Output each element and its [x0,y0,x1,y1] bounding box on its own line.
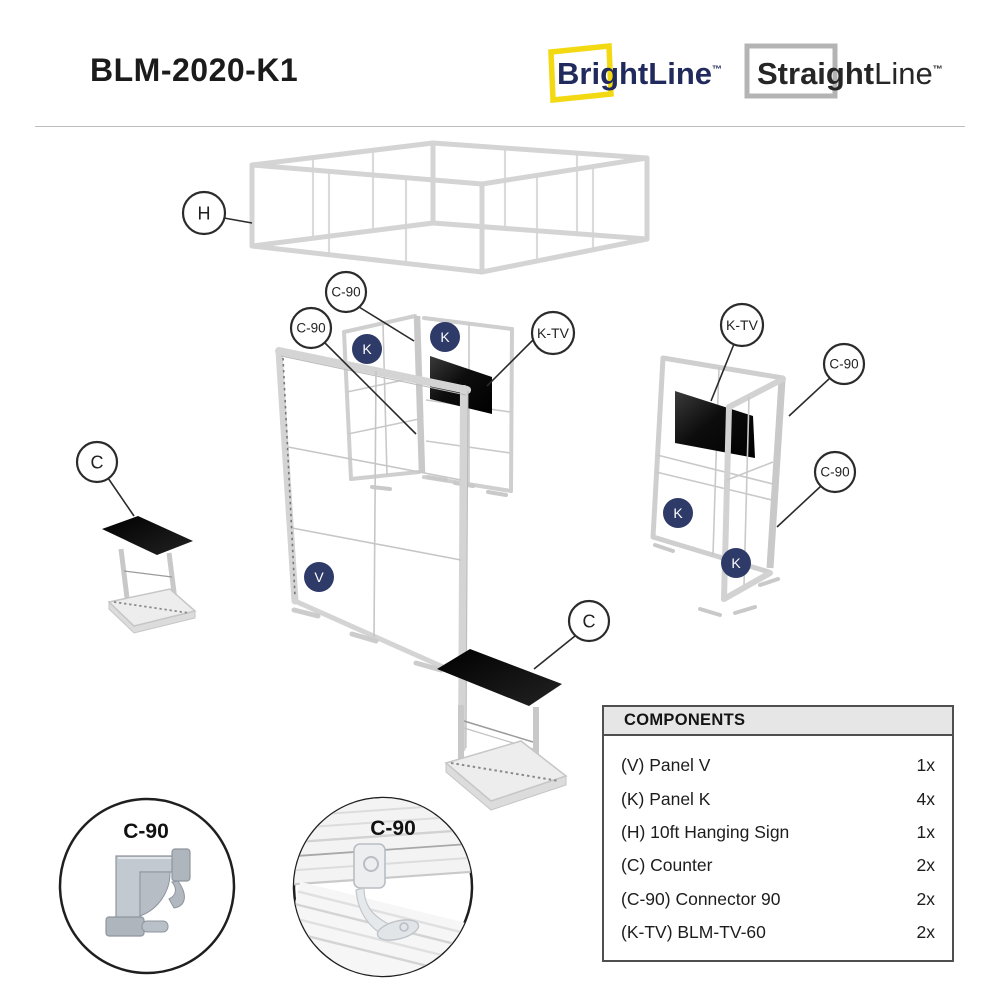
callout-c90-4-label: C-90 [820,465,849,480]
table-row: (K) Panel K 4x [621,782,935,815]
table-row: (H) 10ft Hanging Sign 1x [621,816,935,849]
callout-c-1-label: C [91,452,104,472]
straightline-frame-icon [744,43,838,99]
badge-k-1: K [352,334,382,364]
brightline-part1: Bright [557,56,649,91]
leader-lines [107,217,831,670]
straightline-logo: StraightLine™ [743,42,958,106]
panel-v-frame [275,347,471,752]
right-assembly-feet [653,543,780,617]
components-table-body: (V) Panel V 1x (K) Panel K 4x (H) 10ft H… [604,736,952,949]
straightline-part1: Straight [757,56,875,91]
brightline-frame-icon [548,42,614,104]
brightline-tm: ™ [712,64,722,76]
straightline-tm: ™ [932,64,943,76]
led-strip [282,357,296,597]
panel-v-feet [291,607,444,673]
callout-c-2: C [567,599,611,643]
counter-center [437,649,568,811]
badge-k-3: K [663,498,693,528]
components-table: COMPONENTS (V) Panel V 1x (K) Panel K 4x… [602,705,954,962]
callout-ktv-2: K-TV [719,302,765,348]
component-label: (C-90) Connector 90 [621,888,781,909]
straightline-part2: Line [874,56,933,91]
component-label: (V) Panel V [621,755,711,776]
component-qty: 2x [916,888,935,909]
counter-left-top [102,516,193,555]
callout-c90-2-label: C-90 [296,321,325,336]
right-panel-assembly [650,355,786,617]
callout-c90-4: C-90 [813,450,857,494]
callout-c90-1-label: C-90 [331,285,360,300]
table-row: (K-TV) BLM-TV-60 2x [621,916,935,949]
components-table-title: COMPONENTS [624,711,746,729]
brightline-logo: BrightLine™ [543,42,738,106]
badge-k-3-label: K [673,505,683,521]
counter-center-top [437,649,562,706]
components-table-header: COMPONENTS [604,707,952,736]
callout-c-2-label: C [583,611,596,631]
component-qty: 2x [916,922,935,943]
badge-k-4-label: K [731,555,741,571]
counter-left [102,516,197,634]
detail-1-title: C-90 [123,820,169,843]
detail-circle-c90-installed: C-90 [292,796,474,978]
c90-bracket-icon [105,848,191,937]
brightline-part2: Line [648,56,712,91]
badge-k-2-label: K [440,329,450,345]
component-qty: 2x [916,855,935,876]
callout-c90-3-label: C-90 [829,357,858,372]
page-title: BLM-2020-K1 [90,52,299,88]
detail-2-title: C-90 [370,817,416,840]
callout-h-label: H [198,203,211,223]
badge-k-1-label: K [362,341,372,357]
component-label: (H) 10ft Hanging Sign [621,821,790,842]
badge-v-label: V [314,569,324,585]
callout-c90-1: C-90 [324,270,368,314]
callout-ktv-2-label: K-TV [726,317,759,333]
brightline-wordmark: BrightLine™ [557,56,722,92]
component-label: (K) Panel K [621,788,711,809]
badge-k-4: K [721,548,751,578]
header-divider [35,126,965,127]
component-qty: 1x [916,755,935,776]
badge-k-2: K [430,322,460,352]
callout-c90-2: C-90 [289,306,333,350]
table-row: (V) Panel V 1x [621,749,935,782]
table-row: (C-90) Connector 90 2x [621,883,935,916]
callout-ktv-1: K-TV [530,310,576,356]
callout-c90-3: C-90 [822,342,866,386]
callout-h: H [181,190,227,236]
detail-circle-c90-bracket: C-90 [58,797,236,975]
straightline-wordmark: StraightLine™ [757,56,943,92]
component-label: (K-TV) BLM-TV-60 [621,922,766,943]
component-label: (C) Counter [621,855,713,876]
hanging-sign-frame [249,140,650,275]
table-row: (C) Counter 2x [621,849,935,882]
badge-v: V [304,562,334,592]
component-qty: 1x [916,821,935,842]
component-qty: 4x [916,788,935,809]
callout-ktv-1-label: K-TV [537,325,570,341]
tv-screen-right [675,391,755,458]
callout-c-1: C [75,440,119,484]
